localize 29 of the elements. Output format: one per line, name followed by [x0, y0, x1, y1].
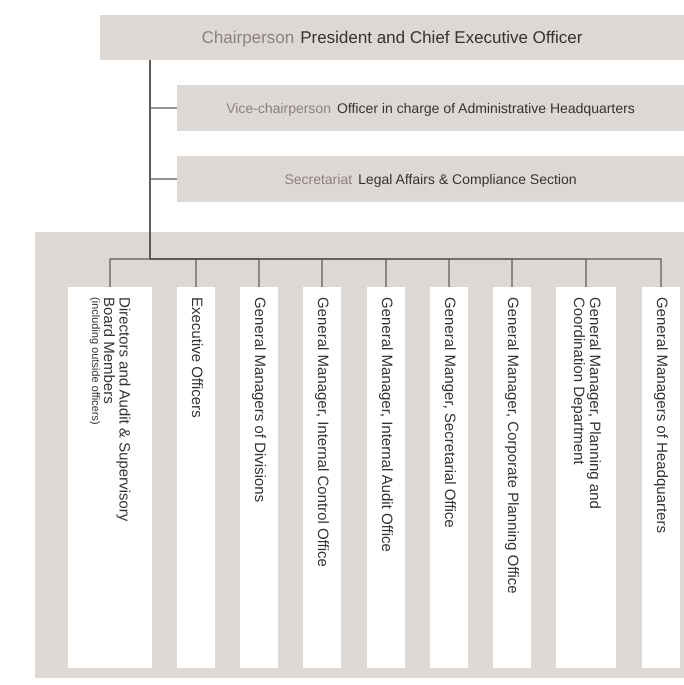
officer-title: General Manager, Corporate Planning Office: [504, 297, 520, 594]
officer-column: [240, 287, 278, 668]
role-label: Chairperson: [202, 28, 294, 48]
position-bar: [177, 85, 684, 131]
position-title: Legal Affairs & Compliance Section: [358, 171, 577, 187]
officer-column: [367, 287, 405, 668]
officer-column: [68, 287, 152, 668]
officer-title: General Managers of Headquarters: [653, 297, 669, 533]
position-title: President and Chief Executive Officer: [300, 28, 582, 48]
officer-title: General Manager, Internal Audit Office: [378, 297, 394, 552]
officer-title: Directors and Audit & Supervisory Board Members: [100, 297, 132, 524]
officers-panel: [35, 232, 684, 678]
officer-note: (including outside officers): [88, 297, 100, 425]
role-label: Vice-chairperson: [226, 100, 331, 116]
officer-column: [303, 287, 341, 668]
position-title: Officer in charge of Administrative Headquarters: [337, 100, 635, 116]
officer-title: General Managers of Divisions: [251, 297, 267, 502]
officer-title: General Manger, Secretarial Office: [441, 297, 457, 528]
officer-title: Executive Officers: [188, 297, 204, 418]
position-bar: [177, 156, 684, 202]
officer-column: [556, 287, 616, 668]
officer-column: [493, 287, 531, 668]
officer-title: General Manager, Internal Control Office: [314, 297, 330, 567]
officer-column: [642, 287, 680, 668]
officer-column: [177, 287, 215, 668]
position-bar: [100, 15, 684, 60]
officer-title: General Manager, Planning and Coordination Department: [570, 297, 602, 511]
role-label: Secretariat: [284, 171, 352, 187]
officer-column: [430, 287, 468, 668]
